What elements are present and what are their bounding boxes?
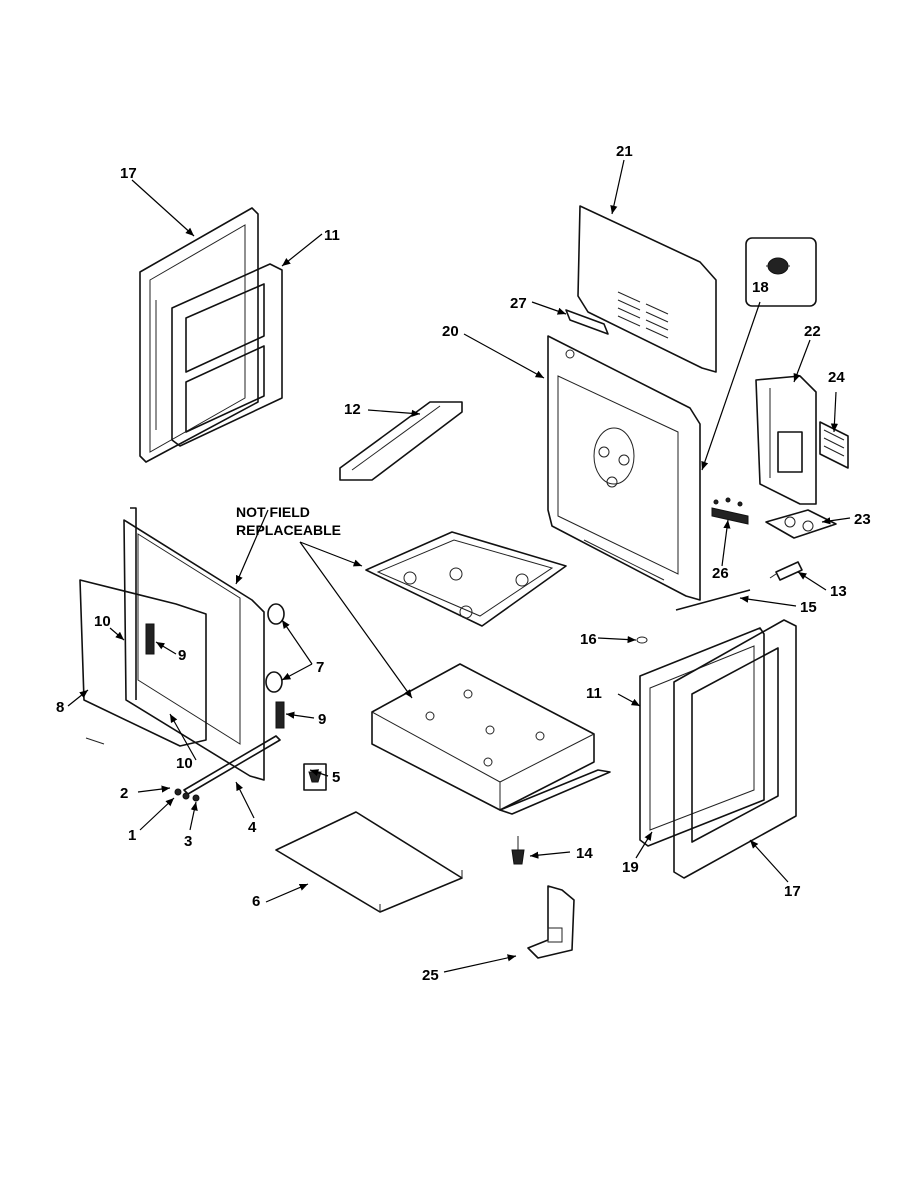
- callout-2: 2: [120, 785, 128, 802]
- callout-10-upper: 10: [94, 613, 111, 630]
- callout-14: 14: [576, 845, 593, 862]
- callout-23: 23: [854, 511, 871, 528]
- oven-bottom-pan: [365, 531, 567, 627]
- upper-door-panel: [139, 207, 283, 463]
- callout-6: 6: [252, 893, 260, 910]
- leader-lines: [67, 159, 851, 973]
- part-5-leveling-foot: [303, 763, 327, 791]
- callout-3: 3: [184, 833, 192, 850]
- callout-18: 18: [752, 279, 769, 296]
- callout-7: 7: [316, 659, 324, 676]
- screws: [85, 737, 200, 802]
- callout-1: 1: [128, 827, 136, 844]
- callout-20: 20: [442, 323, 459, 340]
- part-6-bottom-panel: [275, 811, 463, 913]
- part-12-bracket: [339, 401, 463, 481]
- part-20-rear-wall: [547, 335, 701, 601]
- callout-17-lower: 17: [784, 883, 801, 900]
- part-24-grille: [819, 421, 849, 469]
- part-25-anti-tip-bracket: [527, 885, 575, 959]
- part-26-terminal-block: [711, 497, 749, 525]
- part-15-rod: [675, 589, 751, 611]
- callout-8: 8: [56, 699, 64, 716]
- callout-26: 26: [712, 565, 729, 582]
- part-9-hinge-lower: [275, 701, 285, 729]
- oven-door-assembly: [639, 619, 797, 879]
- not-field-replaceable-note-line2: REPLACEABLE: [236, 522, 341, 538]
- callout-11-upper: 11: [324, 227, 340, 244]
- part-18-thermostat-box: [745, 237, 817, 307]
- part-14-leveling-leg: [511, 836, 525, 865]
- part-16-clip: [636, 636, 648, 644]
- callout-9-lower: 9: [318, 711, 326, 728]
- part-7-grommets: [265, 603, 285, 693]
- callout-4: 4: [248, 819, 257, 836]
- callout-17-upper: 17: [120, 165, 137, 182]
- callout-12: 12: [344, 401, 361, 418]
- part-21-back-panel: [577, 205, 717, 373]
- callout-19: 19: [622, 859, 639, 876]
- part-13-sensor: [769, 561, 803, 581]
- callout-11-lower: 11: [586, 685, 602, 702]
- callout-25: 25: [422, 967, 439, 984]
- callout-16: 16: [580, 631, 597, 648]
- callout-5: 5: [332, 769, 340, 786]
- callout-13: 13: [830, 583, 847, 600]
- callout-9-upper: 9: [178, 647, 186, 664]
- front-frame: [123, 507, 265, 781]
- part-8-window-frame: [79, 579, 207, 747]
- oven-cavity-body: [371, 663, 611, 815]
- callout-10-lower: 10: [176, 755, 193, 772]
- callout-24: 24: [828, 369, 845, 386]
- callout-15: 15: [800, 599, 817, 616]
- part-27-strip: [565, 309, 609, 335]
- not-field-replaceable-note-line1: NOT FIELD: [236, 504, 310, 520]
- callout-21: 21: [616, 143, 633, 160]
- part-22-vent-housing: [755, 375, 817, 505]
- callout-27: 27: [510, 295, 527, 312]
- callout-22: 22: [804, 323, 821, 340]
- part-9-hinge-upper: [145, 623, 155, 655]
- part-23-gasket: [765, 509, 837, 539]
